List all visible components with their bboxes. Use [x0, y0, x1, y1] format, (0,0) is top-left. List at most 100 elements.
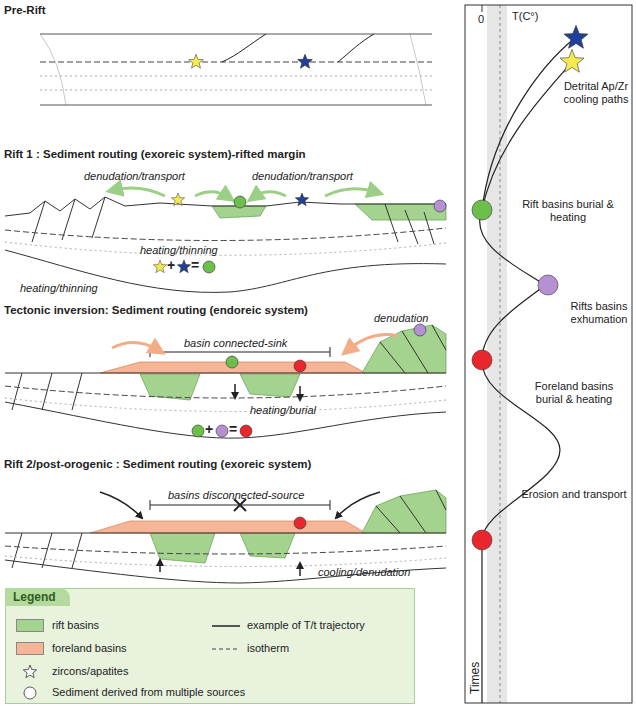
section-title: Tectonic inversion: Sediment routing (en… [4, 304, 308, 317]
sediment-circle [538, 275, 558, 295]
thrust-line [376, 490, 446, 533]
legend-heading: Legend [5, 588, 70, 606]
trajectory-sample [212, 625, 240, 627]
transport-arrow [325, 189, 376, 196]
faint-fault [410, 34, 426, 105]
isotherm-line [5, 386, 446, 398]
routing-arrow [100, 492, 142, 518]
legend-sample [16, 664, 46, 680]
sediment-circle [414, 324, 426, 336]
fault-line [338, 34, 374, 62]
sediment-circle [226, 356, 238, 368]
legend-text: isotherm [247, 642, 289, 655]
axis-title: Times [469, 662, 482, 694]
sediment-circle [240, 425, 252, 437]
process-label: cooling/denudation [318, 566, 410, 579]
legend-text: zircons/apatites [52, 665, 128, 678]
sediment-circle [472, 200, 492, 220]
section-title: Rift 2/post-orogenic : Sediment routing … [4, 458, 311, 471]
fault-line [222, 34, 266, 62]
layer-line [5, 398, 446, 412]
sediment-circle [216, 425, 228, 437]
isotherm-line [500, 5, 501, 703]
legend-sample [211, 641, 241, 657]
sediment-circle [472, 530, 492, 550]
uplift-arrow [159, 560, 161, 572]
plot-annotation: Rift basins burial & heating [512, 198, 624, 224]
zircon-star [560, 49, 584, 72]
transport-arrow [195, 192, 228, 197]
surface-line [5, 373, 446, 374]
zircon-star [153, 260, 166, 273]
base-line [5, 402, 446, 438]
operator-sign: + [205, 423, 213, 436]
transport-arrow [254, 192, 286, 197]
process-label: denudation [374, 312, 428, 325]
burial-arrow [299, 386, 301, 400]
rift-basin [240, 374, 300, 397]
isotherm-sample [212, 649, 240, 650]
transport-arrow [348, 335, 398, 350]
apatite-star [295, 193, 308, 206]
apatite-star [564, 25, 588, 48]
apatite-star [298, 54, 313, 68]
surface-line [5, 533, 446, 534]
isotherm-line [5, 228, 446, 241]
rift-basin [150, 533, 215, 563]
rift-basin [355, 204, 446, 220]
uplift-arrow [299, 563, 301, 576]
legend-text: example of T/t trajectory [247, 619, 365, 632]
base-line [40, 105, 432, 106]
sediment-circle [294, 517, 306, 529]
isotherm-line [5, 546, 446, 554]
legend-swatch [16, 619, 44, 632]
burial-arrow [234, 384, 236, 398]
sediment-circle [434, 200, 446, 212]
transport-arrow [114, 188, 165, 196]
zircon-star [189, 54, 204, 68]
sediment-circle [294, 360, 306, 372]
inverted-rift-wedge [362, 490, 446, 533]
legend-panel: Legend rift basins example of T/t trajecto… [5, 588, 415, 704]
sediment-circle [472, 350, 492, 370]
operator-sign: + [167, 259, 175, 272]
legend-text: foreland basins [52, 642, 127, 655]
plot-annotation: Foreland basins burial & heating [520, 380, 628, 406]
sediment-circle [192, 425, 204, 437]
zircon-star [171, 193, 184, 206]
section-title: Rift 1 : Sediment routing (exoreic syste… [4, 148, 306, 161]
foreland-basin [90, 521, 366, 533]
process-label: denudation/transport [252, 170, 353, 183]
isotherm-line [40, 62, 432, 63]
routing-arrow [336, 492, 380, 518]
bracket-bar [150, 500, 330, 510]
tt-path [482, 38, 575, 210]
plot-annotation: Detrital Ap/Zr cooling paths [560, 80, 632, 106]
legend-sample [16, 685, 46, 701]
plot-annotation: Rifts basins exhumation [566, 300, 632, 326]
layer-line [5, 556, 446, 567]
thrust-line [380, 325, 446, 373]
process-label: denudation/transport [84, 170, 185, 183]
plot-frame [465, 5, 632, 703]
plot-annotation: Erosion and transport [520, 488, 628, 501]
process-label: heating/burial [250, 404, 316, 417]
base-line [5, 560, 446, 583]
legend-swatch [16, 642, 44, 655]
surface-line [5, 197, 446, 216]
fault-line [385, 204, 434, 244]
operator-sign: = [191, 259, 199, 272]
layer-line [40, 76, 432, 77]
legend-text: Sediment derived from multiple sources [52, 686, 245, 699]
process-label: basin connected-sink [184, 337, 287, 350]
transport-arrow [112, 342, 158, 350]
process-label: heating/thinning [20, 282, 98, 295]
apatite-star [177, 260, 190, 273]
layer-line [5, 242, 446, 255]
tt-path [480, 210, 560, 703]
sediment-circle [203, 261, 215, 273]
layer-line [40, 90, 432, 91]
inverted-rift-wedge [362, 325, 446, 373]
axis-tick [482, 5, 483, 12]
legend-text: rift basins [52, 619, 99, 632]
